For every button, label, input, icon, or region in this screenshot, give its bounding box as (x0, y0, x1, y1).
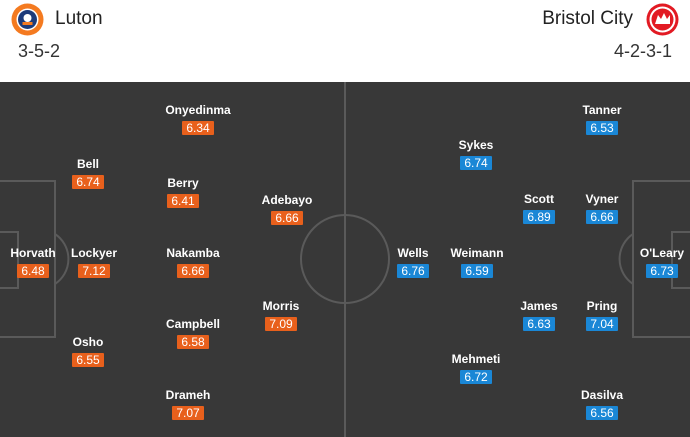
player-name: Pring (586, 299, 618, 313)
player-rating: 6.66 (271, 211, 303, 225)
player-rating: 6.66 (586, 210, 618, 224)
away-team-name[interactable]: Bristol City (542, 8, 633, 29)
player-james[interactable]: James 6.63 (516, 299, 562, 333)
player-bell[interactable]: Bell 6.74 (66, 157, 110, 191)
player-name: Horvath (10, 246, 56, 260)
player-name: Dasilva (580, 388, 624, 402)
player-rating: 7.04 (586, 317, 618, 331)
player-name: Lockyer (70, 246, 118, 260)
player-oleary[interactable]: O'Leary 6.73 (634, 246, 690, 280)
player-sykes[interactable]: Sykes 6.74 (456, 138, 496, 172)
player-rating: 6.74 (72, 175, 104, 189)
player-wells[interactable]: Wells 6.76 (390, 246, 436, 280)
player-name: Drameh (165, 388, 211, 402)
player-pring[interactable]: Pring 7.04 (580, 299, 624, 333)
player-campbell[interactable]: Campbell 6.58 (162, 317, 224, 351)
player-rating: 7.07 (172, 406, 204, 420)
player-scott[interactable]: Scott 6.89 (518, 192, 560, 226)
player-rating: 6.55 (72, 353, 104, 367)
player-name: James (520, 299, 558, 313)
home-team-name[interactable]: Luton (55, 8, 103, 29)
player-rating: 6.74 (460, 156, 492, 170)
player-adebayo[interactable]: Adebayo 6.66 (258, 193, 316, 227)
pitch: Horvath 6.48 Bell 6.74 Lockyer 7.12 Osho… (0, 82, 690, 437)
player-rating: 6.53 (586, 121, 618, 135)
luton-town-crest-icon[interactable] (11, 3, 44, 36)
player-name: Weimann (450, 246, 504, 260)
bristol-city-crest-icon[interactable] (646, 3, 679, 36)
player-name: Onyedinma (165, 103, 231, 117)
player-nakamba[interactable]: Nakamba 6.66 (162, 246, 224, 280)
player-rating: 6.34 (182, 121, 214, 135)
player-vyner[interactable]: Vyner 6.66 (578, 192, 626, 226)
player-rating: 7.12 (78, 264, 110, 278)
player-rating: 6.66 (177, 264, 209, 278)
player-name: Scott (524, 192, 554, 206)
player-name: Adebayo (261, 193, 313, 207)
pitch-markings (0, 82, 690, 437)
player-name: Vyner (585, 192, 619, 206)
player-morris[interactable]: Morris 7.09 (258, 299, 304, 333)
player-name: Campbell (165, 317, 220, 331)
player-name: Sykes (458, 138, 494, 152)
player-tanner[interactable]: Tanner 6.53 (574, 103, 630, 137)
player-name: Berry (167, 176, 199, 190)
player-onyedinma[interactable]: Onyedinma 6.34 (162, 103, 234, 137)
player-rating: 6.56 (586, 406, 618, 420)
player-name: Wells (397, 246, 429, 260)
player-name: Mehmeti (451, 352, 501, 366)
player-rating: 6.72 (460, 370, 492, 384)
player-lockyer[interactable]: Lockyer 7.12 (66, 246, 122, 280)
player-rating: 6.63 (523, 317, 555, 331)
player-horvath[interactable]: Horvath 6.48 (8, 246, 58, 280)
player-berry[interactable]: Berry 6.41 (162, 176, 204, 210)
player-rating: 6.89 (523, 210, 555, 224)
player-rating: 6.41 (167, 194, 199, 208)
player-name: Morris (262, 299, 300, 313)
player-rating: 6.48 (17, 264, 49, 278)
player-rating: 6.73 (646, 264, 678, 278)
player-name: O'Leary (639, 246, 685, 260)
player-name: Bell (76, 157, 99, 171)
player-name: Osho (72, 335, 104, 349)
player-mehmeti[interactable]: Mehmeti 6.72 (440, 352, 512, 386)
player-osho[interactable]: Osho 6.55 (66, 335, 110, 369)
home-formation: 3-5-2 (18, 41, 61, 61)
away-formation: 4-2-3-1 (613, 41, 672, 61)
player-rating: 6.59 (461, 264, 493, 278)
player-weimann[interactable]: Weimann 6.59 (436, 246, 518, 280)
player-drameh[interactable]: Drameh 7.07 (162, 388, 214, 422)
player-rating: 6.76 (397, 264, 429, 278)
player-dasilva[interactable]: Dasilva 6.56 (572, 388, 632, 422)
player-rating: 6.58 (177, 335, 209, 349)
player-rating: 7.09 (265, 317, 297, 331)
match-header: Luton 3-5-2 Bristol City 4-2-3-1 (0, 0, 690, 82)
player-name: Nakamba (166, 246, 220, 260)
player-name: Tanner (582, 103, 622, 117)
